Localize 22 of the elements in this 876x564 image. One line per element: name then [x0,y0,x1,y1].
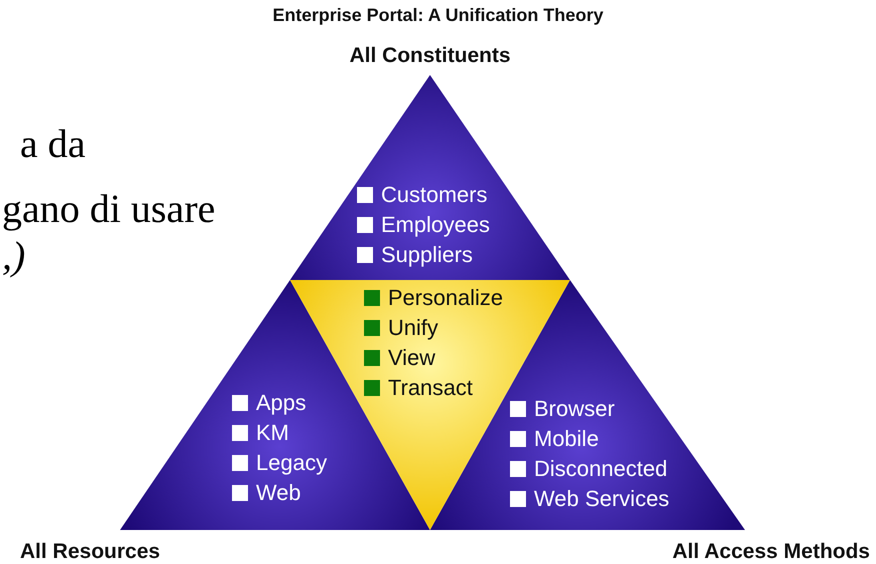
title: Enterprise Portal: A Unification Theory [272,5,604,25]
list-item: Browser [534,396,615,422]
list-item: Suppliers [381,242,473,268]
list-item: View [388,345,436,371]
text-fragment: ,) [2,232,26,279]
list-item: KM [256,420,289,446]
list-item: Disconnected [534,456,668,482]
text-fragment: a da [20,120,86,167]
list-item: Transact [388,375,473,401]
list-item: Legacy [256,450,327,476]
list-item: Web [256,480,301,506]
list-item: Unify [388,315,438,341]
heading: All Resources [20,540,160,564]
list-item: Personalize [388,285,503,311]
list-item: Web Services [534,486,670,512]
list-item: Employees [381,212,490,238]
text-fragment: gano di usare [2,185,216,232]
list-item: Apps [256,390,306,416]
list-item: Mobile [534,426,599,452]
heading: All Access Methods [672,540,870,564]
list-item: Customers [381,182,488,208]
heading: All Constituents [350,44,510,68]
